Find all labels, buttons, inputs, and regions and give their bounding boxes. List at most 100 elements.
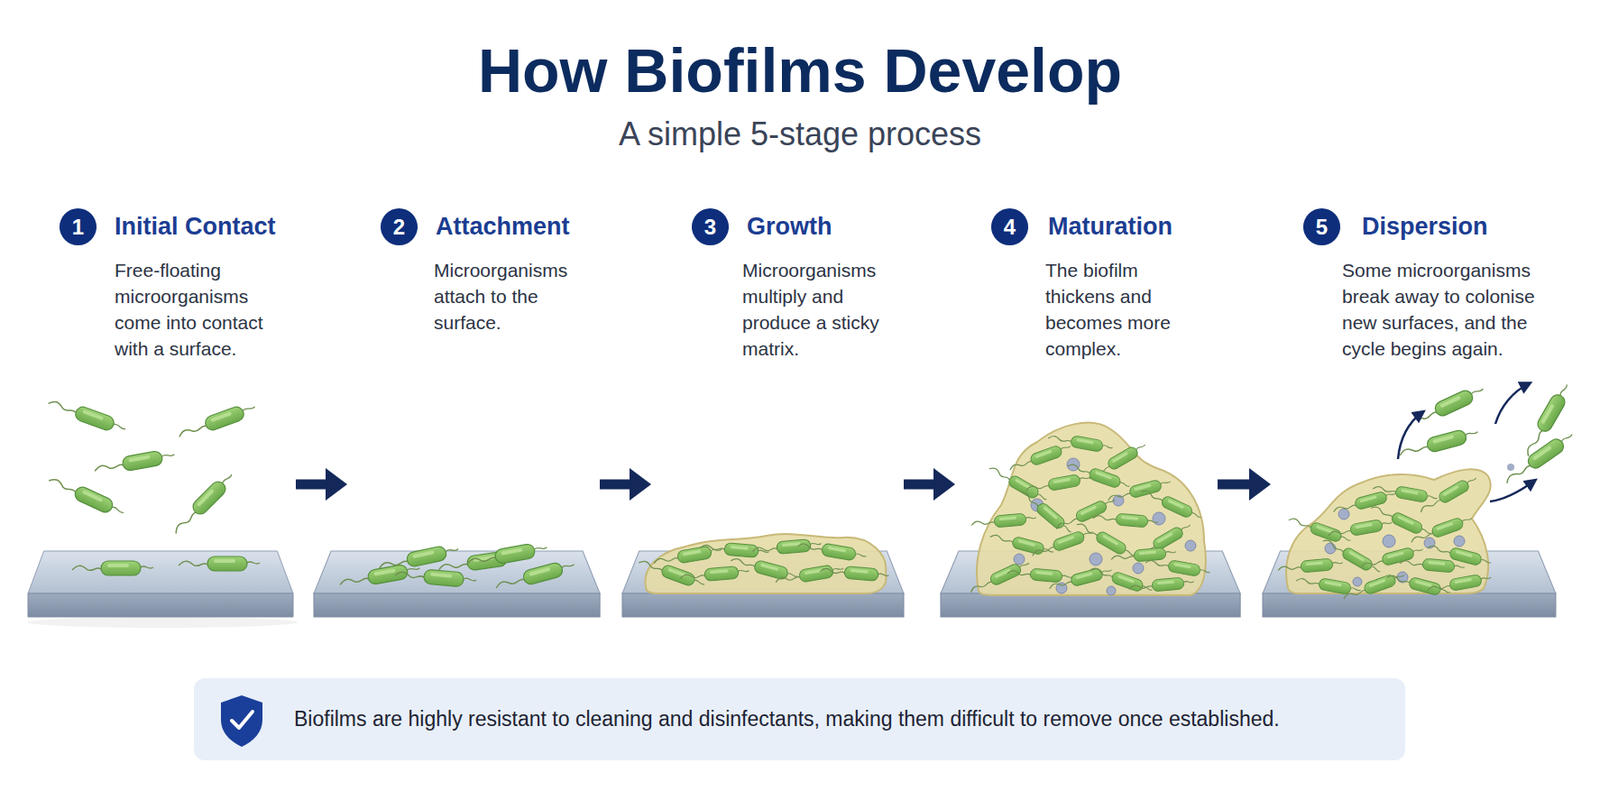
bacterium	[680, 565, 750, 584]
bacterium	[1088, 562, 1154, 597]
bacterium	[1144, 555, 1211, 579]
bacterium	[1139, 485, 1204, 524]
stage-description: Free-floating microorganisms come into c…	[114, 257, 300, 362]
bacterium	[1326, 517, 1393, 541]
stage-heading: Growth	[746, 208, 833, 246]
check-mark	[231, 711, 253, 728]
bacterium	[989, 530, 1056, 559]
cell-sphere	[1338, 508, 1350, 520]
bacterium	[1369, 501, 1434, 540]
bacterium	[1110, 546, 1177, 564]
bacterium	[1277, 557, 1343, 575]
bacterium	[699, 540, 770, 559]
bacterium	[178, 556, 260, 571]
flow-arrow	[903, 468, 956, 501]
bacterium	[1341, 570, 1407, 604]
biofilm-matrix	[1286, 468, 1491, 594]
bacterium	[1371, 481, 1438, 505]
bacterium	[46, 395, 129, 437]
cell-sphere	[1089, 552, 1103, 566]
dispersal-arrow	[1495, 384, 1528, 424]
cell-sphere	[1352, 577, 1362, 587]
bacterium	[752, 538, 822, 557]
step-number: 4	[991, 208, 1029, 246]
stage-heading: Attachment	[435, 208, 571, 246]
bacterium	[1029, 526, 1095, 561]
bacterium	[652, 543, 724, 569]
stage-heading: Initial Contact	[114, 208, 276, 246]
dispersal-arrow	[1489, 481, 1534, 502]
bacterium	[1501, 429, 1577, 488]
stage-description: Some microorganisms break away to coloni…	[1342, 257, 1568, 362]
cell-sphere	[1106, 586, 1116, 596]
cell-sphere	[1453, 535, 1465, 547]
bacterium	[169, 469, 238, 538]
step-number: 2	[380, 208, 418, 246]
note-text: Biofilms are highly resistant to cleanin…	[294, 705, 1388, 733]
biofilm-matrix	[644, 533, 886, 594]
bacterium	[819, 563, 890, 582]
cell-sphere	[1382, 534, 1396, 548]
step-number: 5	[1303, 208, 1341, 246]
stage-heading: Dispersion	[1361, 208, 1489, 246]
bacterium	[1408, 513, 1474, 547]
surface-plate	[27, 551, 294, 617]
bacterium	[1024, 472, 1091, 496]
stage-description: Microorganisms multiply and produce a st…	[742, 257, 914, 362]
step-number: 1	[59, 208, 97, 246]
bacterium	[1406, 383, 1487, 432]
bacterium	[729, 553, 800, 584]
bacterium	[1092, 511, 1159, 529]
bacterium	[1287, 513, 1352, 547]
bacterium	[377, 542, 460, 574]
cell-sphere	[1132, 562, 1144, 574]
cell-sphere	[1507, 463, 1515, 471]
bacterium	[1386, 570, 1453, 599]
stage-description: The biofilm thickens and becomes more co…	[1045, 257, 1190, 362]
bacterium	[1398, 556, 1465, 574]
bacterium	[1397, 425, 1481, 461]
flow-arrow	[599, 468, 652, 501]
bacterium	[774, 562, 846, 588]
stage-heading: Maturation	[1048, 208, 1173, 246]
cell-sphere	[1324, 542, 1336, 554]
bacterium	[970, 512, 1037, 530]
cell-sphere	[1185, 540, 1196, 552]
bacterium	[1074, 518, 1137, 561]
bacterium	[395, 566, 478, 589]
dispersal-arrow	[1397, 413, 1422, 460]
bacterium	[1332, 487, 1398, 516]
bacterium	[1048, 564, 1114, 593]
subtitle: A simple 5-stage process	[0, 113, 1600, 156]
cell-sphere	[1152, 512, 1166, 525]
bacterium	[494, 558, 577, 594]
bacterium	[465, 541, 548, 570]
bacterium	[1320, 534, 1383, 578]
note-box: Biofilms are highly resistant to cleanin…	[193, 678, 1406, 761]
bacterium	[1066, 459, 1132, 493]
bacterium	[1416, 473, 1480, 516]
stage-description: Microorganisms attach to the surface.	[433, 257, 595, 336]
bacterium	[967, 558, 1032, 597]
cell-sphere	[1013, 553, 1025, 565]
bacterium	[46, 472, 127, 521]
bacterium	[1359, 543, 1426, 572]
bacterium	[986, 462, 1049, 506]
bacterium	[637, 555, 708, 591]
bacterium	[92, 448, 175, 477]
bacterium	[1047, 431, 1113, 454]
title: How Biofilms Develop	[0, 34, 1600, 107]
flow-arrow	[295, 468, 348, 501]
flow-arrow	[1217, 468, 1271, 501]
bacterium	[1006, 566, 1073, 584]
bacterium	[1007, 441, 1073, 475]
bacterium	[1017, 486, 1075, 537]
bacterium	[797, 538, 868, 563]
plate-shadow	[27, 616, 298, 628]
bacterium	[72, 560, 154, 576]
bacterium	[176, 400, 258, 442]
surface-plate	[313, 551, 600, 617]
step-number: 3	[691, 208, 729, 246]
bacterium	[1128, 576, 1195, 594]
bacterium	[1295, 573, 1361, 597]
